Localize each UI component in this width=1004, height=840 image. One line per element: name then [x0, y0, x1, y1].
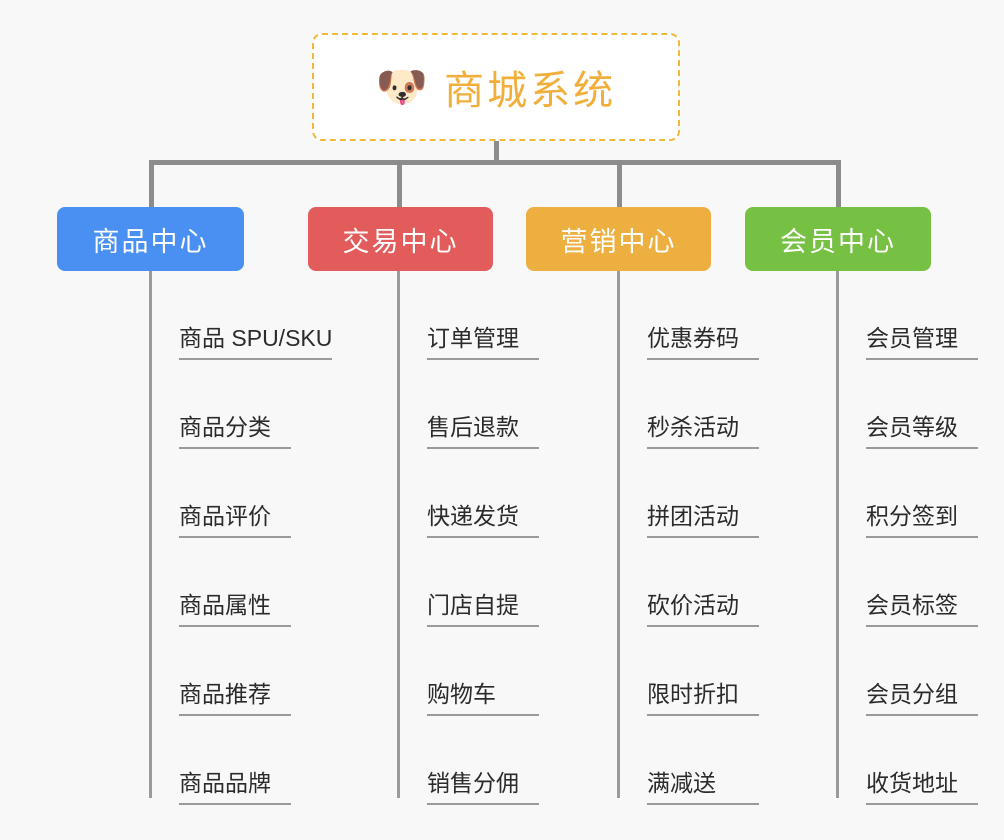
leaf-item[interactable]: 快递发货 [381, 449, 606, 538]
category-pill-member-center[interactable]: 会员中心 [745, 207, 931, 271]
leaf-item[interactable]: 会员分组 [820, 627, 1004, 716]
leaf-item-label: 商品品牌 [179, 770, 291, 805]
leaf-item[interactable]: 商品属性 [133, 538, 360, 627]
root-title: 商城系统 [444, 69, 617, 113]
leaf-item-label: 商品评价 [179, 503, 291, 538]
connector-horizontal-bar [149, 160, 839, 165]
leaf-column-marketing-center: 优惠券码秒杀活动拼团活动砍价活动限时折扣满减送 [601, 271, 826, 805]
column-spine [836, 271, 839, 798]
leaf-column-product-center: 商品 SPU/SKU 商品分类商品评价商品属性商品推荐商品品牌 [133, 271, 360, 805]
leaf-item[interactable]: 商品推荐 [133, 627, 360, 716]
leaf-item-label: 销售分佣 [427, 770, 539, 805]
leaf-item[interactable]: 售后退款 [381, 360, 606, 449]
leaf-item-label: 商品属性 [179, 592, 291, 627]
leaf-item-label: 商品 SPU/SKU [179, 325, 333, 360]
category-title: 交易中心 [342, 226, 459, 257]
leaf-item-label: 秒杀活动 [647, 414, 759, 449]
leaf-item[interactable]: 拼团活动 [601, 449, 826, 538]
connector-drop-marketing-center [617, 160, 622, 207]
leaf-item-label: 售后退款 [427, 414, 539, 449]
leaf-item-label: 购物车 [427, 681, 539, 716]
leaf-item-label: 商品分类 [179, 414, 291, 449]
connector-drop-product-center [149, 160, 154, 207]
leaf-item[interactable]: 秒杀活动 [601, 360, 826, 449]
leaf-item-label: 会员标签 [866, 592, 978, 627]
leaf-item[interactable]: 积分签到 [820, 449, 1004, 538]
category-pill-product-center[interactable]: 商品中心 [57, 207, 244, 271]
leaf-column-member-center: 会员管理会员等级积分签到会员标签会员分组收货地址 [820, 271, 1004, 805]
leaf-item[interactable]: 商品评价 [133, 449, 360, 538]
leaf-item-label: 限时折扣 [647, 681, 759, 716]
leaf-item[interactable]: 收货地址 [820, 716, 1004, 805]
leaf-item-label: 订单管理 [427, 325, 539, 360]
leaf-item-label: 会员管理 [866, 325, 978, 360]
leaf-item[interactable]: 砍价活动 [601, 538, 826, 627]
leaf-item-label: 砍价活动 [647, 592, 759, 627]
leaf-item-label: 快递发货 [427, 503, 539, 538]
leaf-item[interactable]: 订单管理 [381, 271, 606, 360]
leaf-item[interactable]: 会员等级 [820, 360, 1004, 449]
leaf-column-trade-center: 订单管理售后退款快递发货门店自提购物车销售分佣 [381, 271, 606, 805]
column-spine [617, 271, 620, 798]
column-spine [149, 271, 152, 798]
connector-drop-member-center [836, 160, 841, 207]
leaf-item-label: 收货地址 [866, 770, 978, 805]
dog-face-icon: 🐶 [375, 63, 429, 110]
leaf-item-label: 积分签到 [866, 503, 978, 538]
leaf-item-label: 会员等级 [866, 414, 978, 449]
leaf-item-label: 满减送 [647, 770, 759, 805]
connector-drop-trade-center [397, 160, 402, 207]
leaf-item-label: 优惠券码 [647, 325, 759, 360]
leaf-item[interactable]: 购物车 [381, 627, 606, 716]
leaf-item[interactable]: 会员标签 [820, 538, 1004, 627]
root-node[interactable]: 🐶 商城系统 [312, 33, 680, 141]
column-spine [397, 271, 400, 798]
leaf-item[interactable]: 商品分类 [133, 360, 360, 449]
leaf-item-label: 拼团活动 [647, 503, 759, 538]
category-pill-trade-center[interactable]: 交易中心 [308, 207, 493, 271]
leaf-item[interactable]: 会员管理 [820, 271, 1004, 360]
leaf-item[interactable]: 商品品牌 [133, 716, 360, 805]
leaf-item-label: 门店自提 [427, 592, 539, 627]
category-title: 商品中心 [92, 226, 209, 257]
leaf-item-label: 商品推荐 [179, 681, 291, 716]
category-title: 会员中心 [780, 226, 896, 257]
category-pill-marketing-center[interactable]: 营销中心 [526, 207, 711, 271]
leaf-item[interactable]: 优惠券码 [601, 271, 826, 360]
connector-root-stem [494, 141, 499, 163]
leaf-item[interactable]: 销售分佣 [381, 716, 606, 805]
leaf-item[interactable]: 商品 SPU/SKU [133, 271, 360, 360]
leaf-item-label: 会员分组 [866, 681, 978, 716]
leaf-item[interactable]: 门店自提 [381, 538, 606, 627]
leaf-item[interactable]: 限时折扣 [601, 627, 826, 716]
leaf-item[interactable]: 满减送 [601, 716, 826, 805]
category-title: 营销中心 [560, 226, 677, 257]
